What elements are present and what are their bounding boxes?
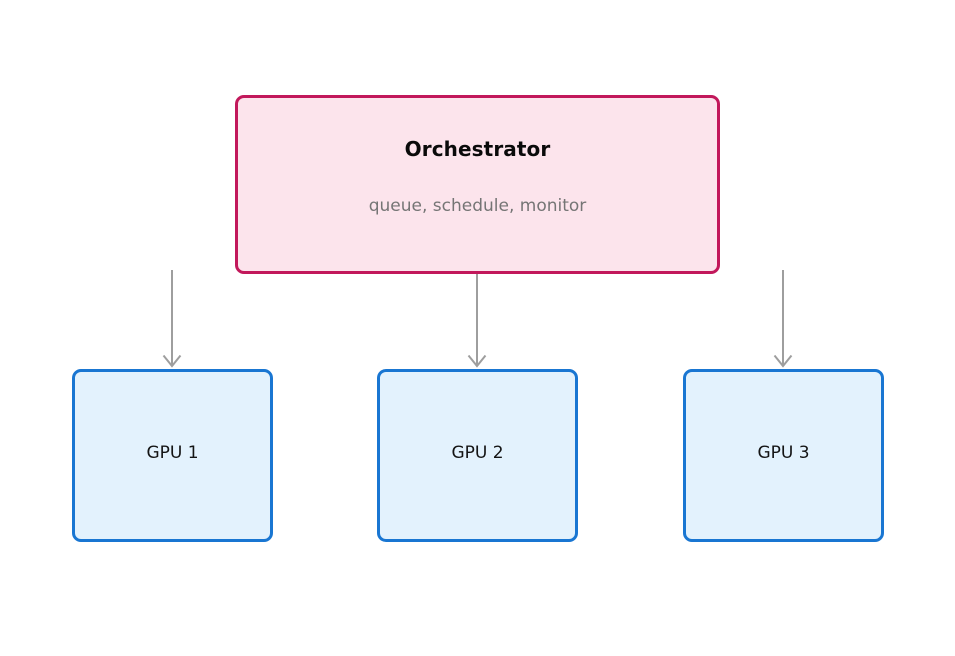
gpu-3-label: GPU 3 — [757, 443, 810, 463]
gpu-1-label: GPU 1 — [146, 443, 199, 463]
node-gpu-1[interactable]: GPU 1 — [72, 369, 273, 542]
edge-orchestrator-to-gpu-1 — [162, 270, 182, 368]
node-gpu-2[interactable]: GPU 2 — [377, 369, 578, 542]
edge-orchestrator-to-gpu-3 — [773, 270, 793, 368]
edge-orchestrator-to-gpu-2 — [467, 268, 487, 368]
node-gpu-3[interactable]: GPU 3 — [683, 369, 884, 542]
orchestrator-title: Orchestrator — [404, 137, 551, 161]
node-orchestrator[interactable]: Orchestrator queue, schedule, monitor — [235, 95, 720, 274]
gpu-2-label: GPU 2 — [451, 443, 504, 463]
orchestrator-subtitle: queue, schedule, monitor — [368, 196, 587, 216]
